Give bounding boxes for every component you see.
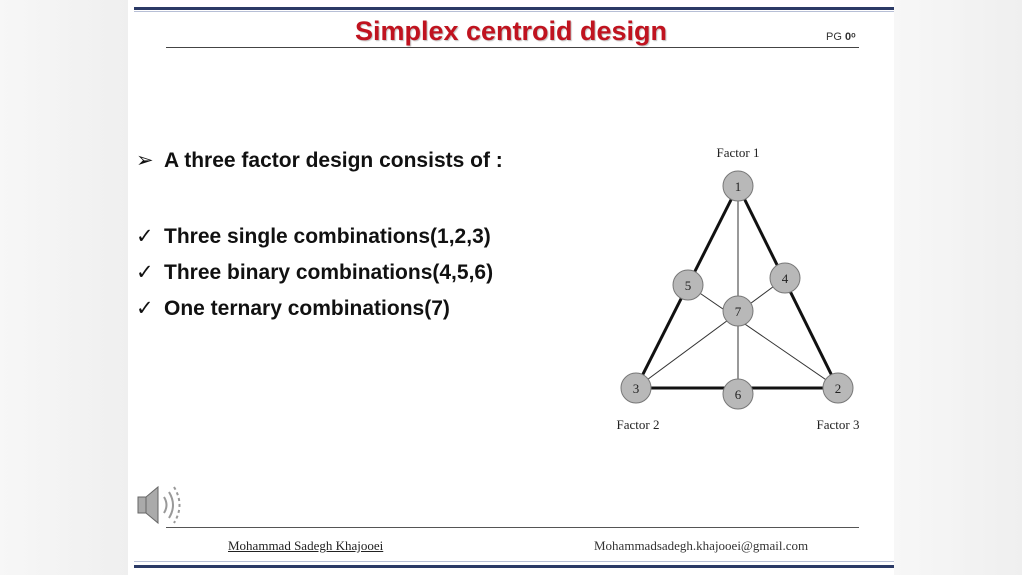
node-3: 3 (620, 372, 652, 404)
page-label: PG (826, 31, 842, 43)
bottom-border-thin (134, 561, 894, 562)
simplex-diagram: 1 2 3 4 5 6 7 (614, 140, 874, 440)
node-3-label: 3 (633, 381, 640, 396)
author-email: Mohammadsadegh.khajooei@gmail.com (594, 538, 809, 553)
bottom-border (134, 565, 894, 568)
footer-rule (166, 527, 859, 528)
slide: Simplex centroid design PG 0ᵒ ➢ A three f… (128, 0, 894, 575)
page-number: 0ᵒ (844, 31, 856, 43)
check-icon: ✓ (136, 261, 154, 284)
node-5-label: 5 (685, 278, 692, 293)
median-3-4 (635, 277, 786, 389)
arrow-bullet-icon: ➢ (136, 149, 154, 172)
node-6-label: 6 (735, 387, 742, 402)
node-7-label: 7 (735, 304, 742, 319)
speaker-icon[interactable] (134, 480, 184, 530)
bullet-intro: ➢ A three factor design consists of : (136, 148, 503, 173)
median-2-5 (687, 284, 839, 389)
bullet-single: ✓ Three single combinations(1,2,3) (136, 224, 491, 249)
factor-2-label: Factor 2 (617, 417, 660, 432)
bullet-ternary: ✓ One ternary combinations(7) (136, 296, 450, 321)
node-7: 7 (722, 295, 754, 327)
node-1: 1 (722, 170, 754, 202)
check-icon: ✓ (136, 297, 154, 320)
bullet-binary: ✓ Three binary combinations(4,5,6) (136, 260, 493, 285)
title-underline (166, 47, 859, 48)
bullet-text: One ternary combinations(7) (164, 297, 450, 320)
factor-1-label: Factor 1 (717, 145, 760, 160)
node-1-label: 1 (735, 179, 742, 194)
bullet-text: Three single combinations(1,2,3) (164, 225, 491, 248)
page-indicator: PG 0ᵒ (826, 31, 856, 43)
slide-title: Simplex centroid design (354, 16, 668, 46)
node-2: 2 (822, 372, 854, 404)
node-5: 5 (672, 269, 704, 301)
bullet-text: A three factor design consists of : (164, 149, 503, 172)
factor-3-label: Factor 3 (817, 417, 860, 432)
node-4-label: 4 (782, 271, 789, 286)
left-margin (0, 0, 128, 575)
simplex-diagram-svg: 1 2 3 4 5 6 7 (617, 145, 860, 432)
top-border (134, 7, 894, 10)
author-name: Mohammad Sadegh Khajooei (228, 538, 384, 553)
right-margin (894, 0, 1022, 575)
node-4: 4 (769, 262, 801, 294)
bullet-text: Three binary combinations(4,5,6) (164, 261, 494, 284)
node-2-label: 2 (835, 381, 842, 396)
node-6: 6 (722, 378, 754, 410)
check-icon: ✓ (136, 225, 154, 248)
top-border-thin (134, 11, 894, 12)
